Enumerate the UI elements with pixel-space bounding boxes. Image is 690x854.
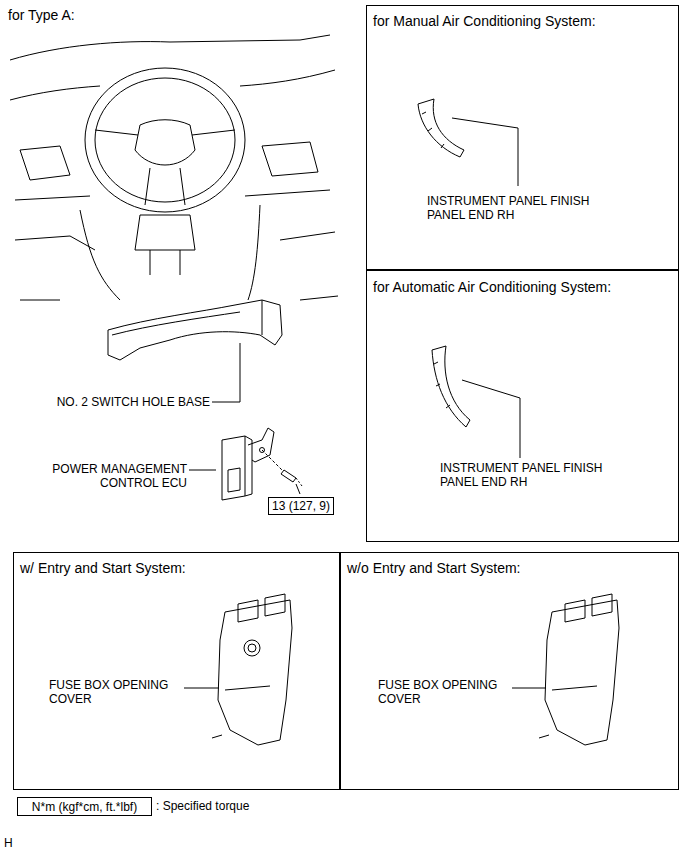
leader-line <box>296 484 300 494</box>
part-name: POWER MANAGEMENT CONTROL ECU <box>27 462 187 491</box>
ecu-illustration <box>222 428 302 500</box>
leader-line <box>452 118 518 186</box>
panel-heading: w/o Entry and Start System: <box>347 560 667 577</box>
torque-value: 13 (127, 9) <box>272 499 330 513</box>
leader-line <box>184 688 219 689</box>
torque-box: 13 (127, 9) <box>268 497 334 515</box>
dashboard-illustration <box>10 35 338 300</box>
part-name: FUSE BOX OPENING COVER <box>49 678 184 707</box>
page-mark: H <box>4 836 24 850</box>
part-name: FUSE BOX OPENING COVER <box>378 678 513 707</box>
finish-panel-end <box>418 99 464 157</box>
panel-heading: for Manual Air Conditioning System: <box>373 13 673 30</box>
leader-line <box>512 688 546 689</box>
finish-panel-end <box>432 346 470 427</box>
leader-line <box>189 470 216 471</box>
leader-line <box>212 343 240 402</box>
panel-heading: for Automatic Air Conditioning System: <box>373 279 673 296</box>
condition-panel: w/ Entry and Start System: FUSE BOX OPENI… <box>13 552 340 790</box>
diagram-title: for Type A: <box>8 7 75 24</box>
part-name: INSTRUMENT PANEL FINISH PANEL END RH <box>440 461 625 490</box>
fuse-box-cover <box>539 594 619 745</box>
switch-hole-base <box>108 300 282 360</box>
condition-panel: for Automatic Air Conditioning System: IN… <box>366 270 679 542</box>
condition-panel: for Manual Air Conditioning System: INSTR… <box>366 5 679 270</box>
leader-line <box>462 380 520 458</box>
torque-box: N*m (kgf*cm, ft.*lbf) <box>17 797 152 816</box>
part-name: INSTRUMENT PANEL FINISH PANEL END RH <box>427 194 612 223</box>
legend-note: : Specified torque <box>156 799 356 813</box>
fuse-box-cover <box>212 594 292 745</box>
condition-panel: w/o Entry and Start System: FUSE BOX OPEN… <box>340 552 679 790</box>
part-name: NO. 2 SWITCH HOLE BASE <box>20 395 210 409</box>
panel-heading: w/ Entry and Start System: <box>20 560 330 577</box>
torque-unit: N*m (kgf*cm, ft.*lbf) <box>32 800 137 814</box>
